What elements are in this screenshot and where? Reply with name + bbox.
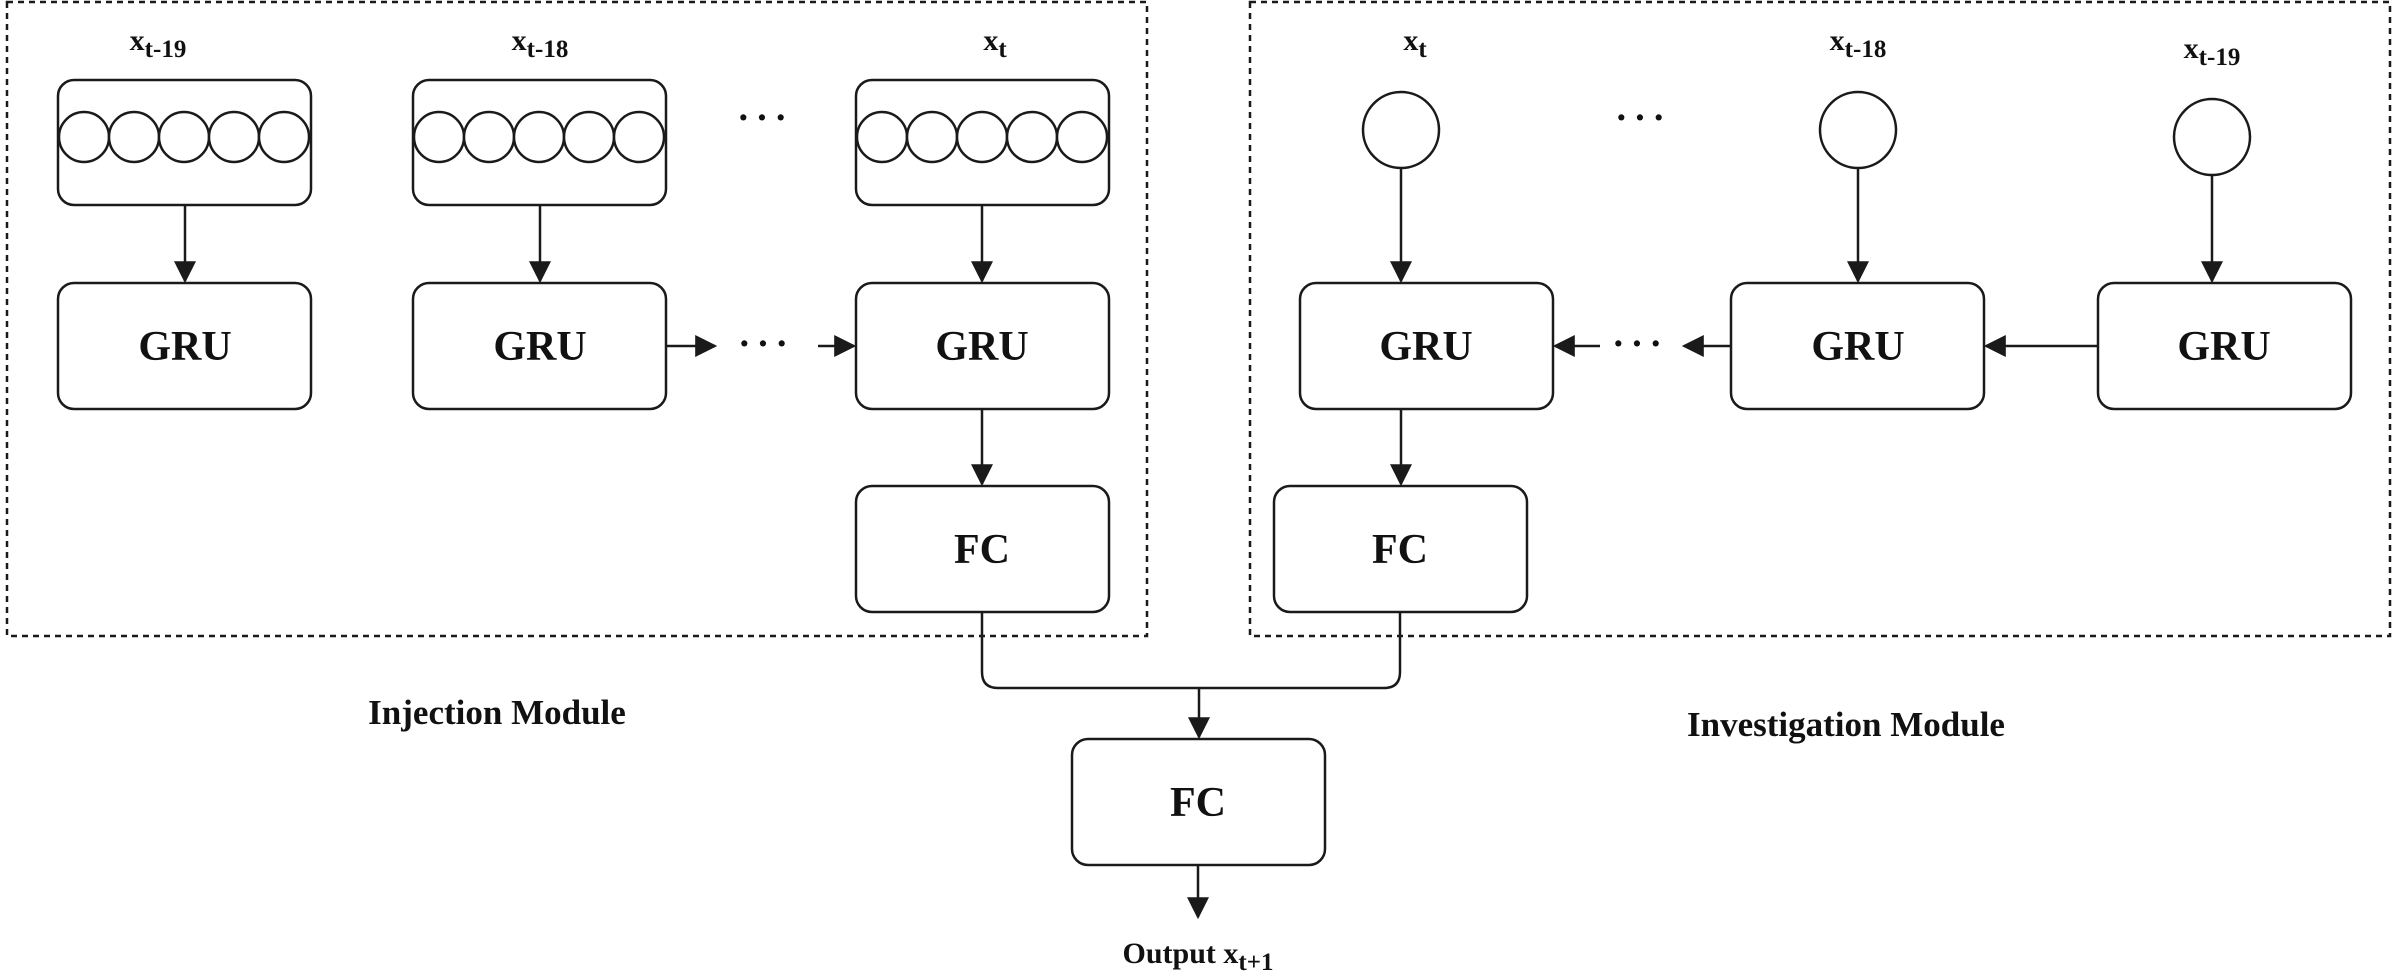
svg-text:GRU: GRU bbox=[138, 324, 231, 370]
injection-input-vector-2 bbox=[411, 78, 668, 207]
injection-input-label-2: xt-18 bbox=[512, 24, 569, 63]
injection-input-label-1: xt-19 bbox=[130, 24, 187, 63]
output-label: Output xt+1 bbox=[1123, 937, 1274, 976]
vector-cell bbox=[855, 110, 909, 164]
vector-cell bbox=[562, 110, 616, 164]
injection-input-ellipsis: ··· bbox=[737, 97, 793, 139]
svg-text:GRU: GRU bbox=[2177, 324, 2270, 370]
injection-input-vector-3 bbox=[854, 78, 1111, 207]
vector-cell bbox=[512, 110, 566, 164]
injection-input-label-3: xt bbox=[983, 24, 1007, 63]
injection-gru-3: GRU bbox=[854, 281, 1111, 411]
injection-module-frame bbox=[5, 0, 1149, 638]
injection-gru-2: GRU bbox=[411, 281, 668, 411]
vector-cell bbox=[412, 110, 466, 164]
merge-connector-right bbox=[1199, 612, 1402, 690]
svg-text:GRU: GRU bbox=[935, 324, 1028, 370]
vector-cell bbox=[1055, 110, 1109, 164]
vector-cell bbox=[107, 110, 161, 164]
vector-cell bbox=[57, 110, 111, 164]
investigation-gru-1: GRU bbox=[1298, 281, 1555, 411]
injection-recurrent-ellipsis: ··· bbox=[738, 323, 794, 365]
vector-cell bbox=[905, 110, 959, 164]
investigation-gru-2: GRU bbox=[1729, 281, 1986, 411]
investigation-module-label: Investigation Module bbox=[1687, 705, 2005, 744]
investigation-fc: FC bbox=[1272, 484, 1529, 614]
investigation-recurrent-ellipsis: ··· bbox=[1612, 323, 1668, 365]
final-fc: FC bbox=[1070, 737, 1327, 867]
svg-text:GRU: GRU bbox=[1379, 324, 1472, 370]
injection-gru-1: GRU bbox=[56, 281, 313, 411]
injection-input-vector-1 bbox=[56, 78, 313, 207]
investigation-input-node-1 bbox=[1361, 90, 1441, 170]
investigation-input-node-3 bbox=[2172, 97, 2252, 177]
vector-cell bbox=[955, 110, 1009, 164]
vector-cell bbox=[612, 110, 666, 164]
svg-text:GRU: GRU bbox=[493, 324, 586, 370]
investigation-input-node-2 bbox=[1818, 90, 1898, 170]
investigation-gru-3: GRU bbox=[2096, 281, 2353, 411]
vector-cell bbox=[257, 110, 311, 164]
vector-cell bbox=[157, 110, 211, 164]
merge-connector-left bbox=[980, 612, 1199, 690]
svg-text:FC: FC bbox=[1170, 780, 1226, 826]
vector-cell bbox=[462, 110, 516, 164]
injection-fc: FC bbox=[854, 484, 1111, 614]
investigation-input-ellipsis: ··· bbox=[1615, 97, 1671, 139]
svg-text:FC: FC bbox=[1372, 527, 1428, 573]
investigation-input-label-3: xt-19 bbox=[2184, 32, 2241, 71]
svg-text:FC: FC bbox=[954, 527, 1010, 573]
investigation-module-frame bbox=[1248, 0, 2392, 638]
injection-module-label: Injection Module bbox=[368, 693, 626, 732]
investigation-input-label-2: xt-18 bbox=[1830, 24, 1887, 63]
investigation-input-label-1: xt bbox=[1403, 24, 1427, 63]
vector-cell bbox=[207, 110, 261, 164]
vector-cell bbox=[1005, 110, 1059, 164]
svg-text:GRU: GRU bbox=[1811, 324, 1904, 370]
